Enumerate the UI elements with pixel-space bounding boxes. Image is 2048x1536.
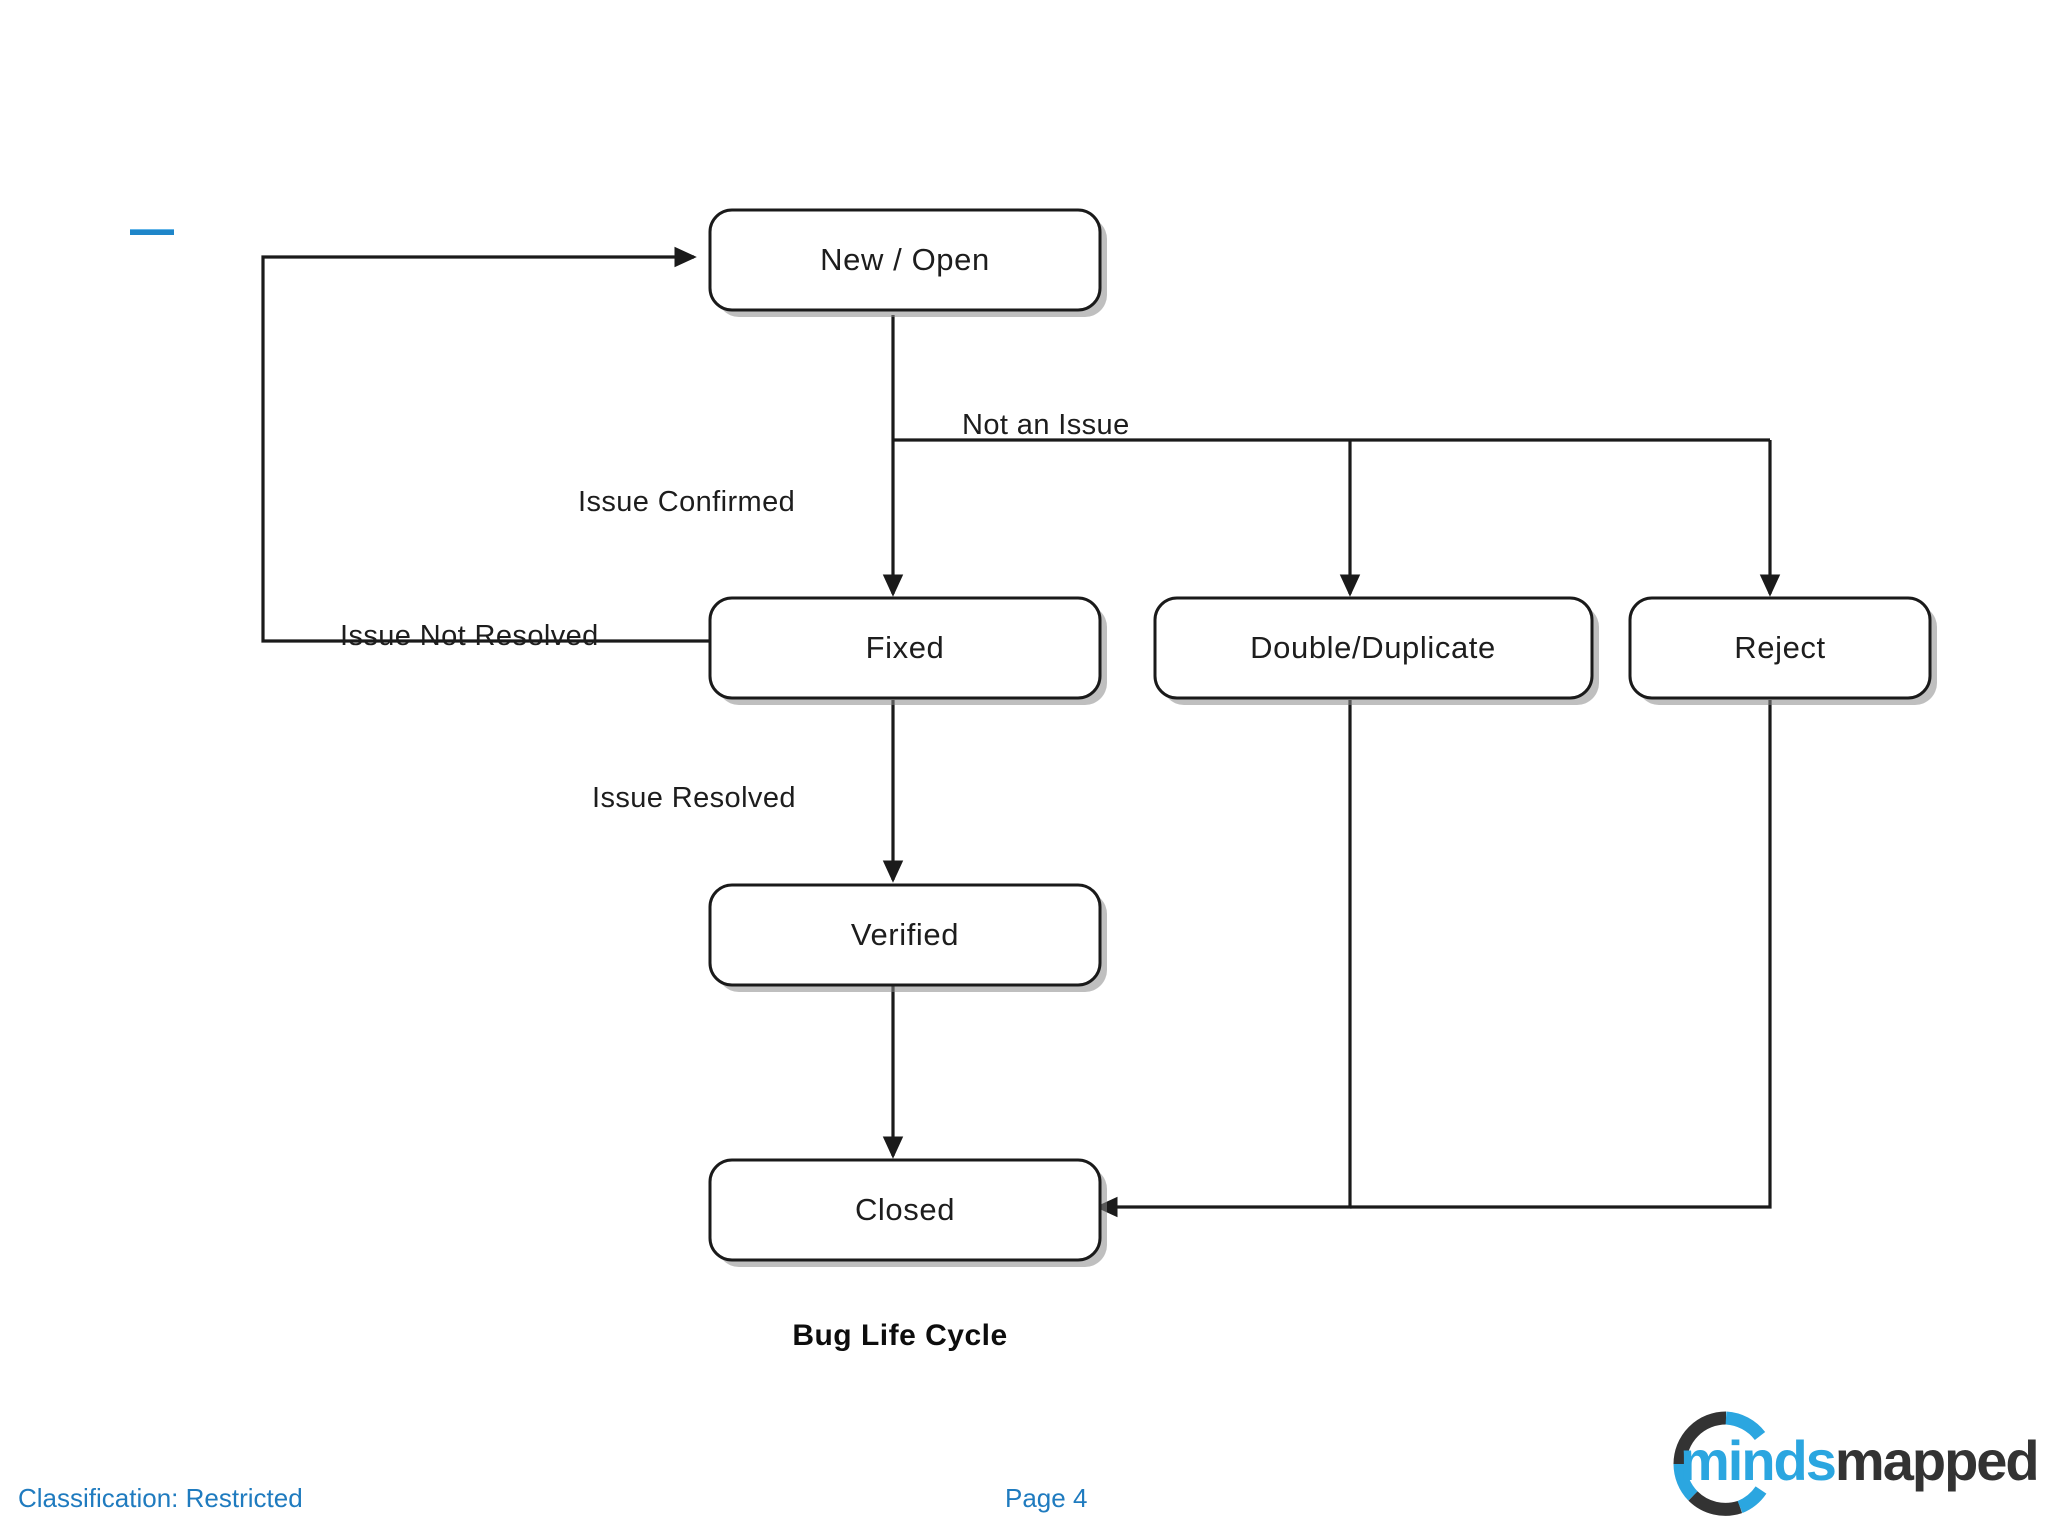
node-verified[interactable]: Verified <box>708 883 1107 992</box>
node-double-duplicate-box[interactable] <box>1153 596 1594 700</box>
node-fixed[interactable]: Fixed <box>708 596 1107 705</box>
node-closed[interactable]: Closed <box>708 1158 1107 1267</box>
node-new-open[interactable]: New / Open <box>708 208 1107 317</box>
edge-label-not-an-issue: Not an Issue <box>962 409 1130 441</box>
logo-wordmark-minds: mindsmapped <box>1680 1429 2038 1492</box>
edge-label-issue-resolved: Issue Resolved <box>592 782 796 814</box>
edge-layer <box>261 246 1781 1218</box>
mindsmapped-logo-svg: mindsmapped <box>1673 1411 2040 1516</box>
edge-label-layer: Not an Issue Issue Confirmed Issue Not R… <box>340 409 1130 814</box>
logo-text-mapped: mapped <box>1835 1429 2038 1492</box>
edge-label-issue-not-resolved: Issue Not Resolved <box>340 620 599 652</box>
node-verified-box[interactable] <box>708 883 1102 987</box>
node-verified-label: Verified <box>851 917 959 952</box>
logo-text-minds: minds <box>1680 1429 1835 1492</box>
accent-dash-marker <box>130 229 174 235</box>
node-double-duplicate-label: Double/Duplicate <box>1250 630 1496 665</box>
edge-duplicate-to-closed <box>1095 700 1352 1218</box>
mindsmapped-logo: mindsmapped <box>1648 1404 2048 1524</box>
node-reject-box[interactable] <box>1628 596 1932 700</box>
node-new-open-label: New / Open <box>820 242 990 277</box>
edge-fixed-to-new-open <box>261 246 710 643</box>
node-reject[interactable]: Reject <box>1628 596 1937 705</box>
node-closed-box[interactable] <box>708 1158 1102 1262</box>
node-reject-label: Reject <box>1734 630 1825 665</box>
logo-ring-icon <box>1673 1411 1767 1516</box>
node-fixed-box[interactable] <box>708 596 1102 700</box>
footer-classification: Classification: Restricted <box>18 1483 303 1513</box>
edge-reject-to-closed <box>1350 700 1772 1209</box>
node-closed-label: Closed <box>855 1192 955 1227</box>
node-double-duplicate[interactable]: Double/Duplicate <box>1153 596 1599 705</box>
footer-page-number: Page 4 <box>1005 1483 1088 1513</box>
diagram-caption: Bug Life Cycle <box>792 1319 1007 1352</box>
edge-label-issue-confirmed: Issue Confirmed <box>578 486 795 518</box>
node-new-open-box[interactable] <box>708 208 1102 312</box>
node-fixed-label: Fixed <box>866 630 945 665</box>
